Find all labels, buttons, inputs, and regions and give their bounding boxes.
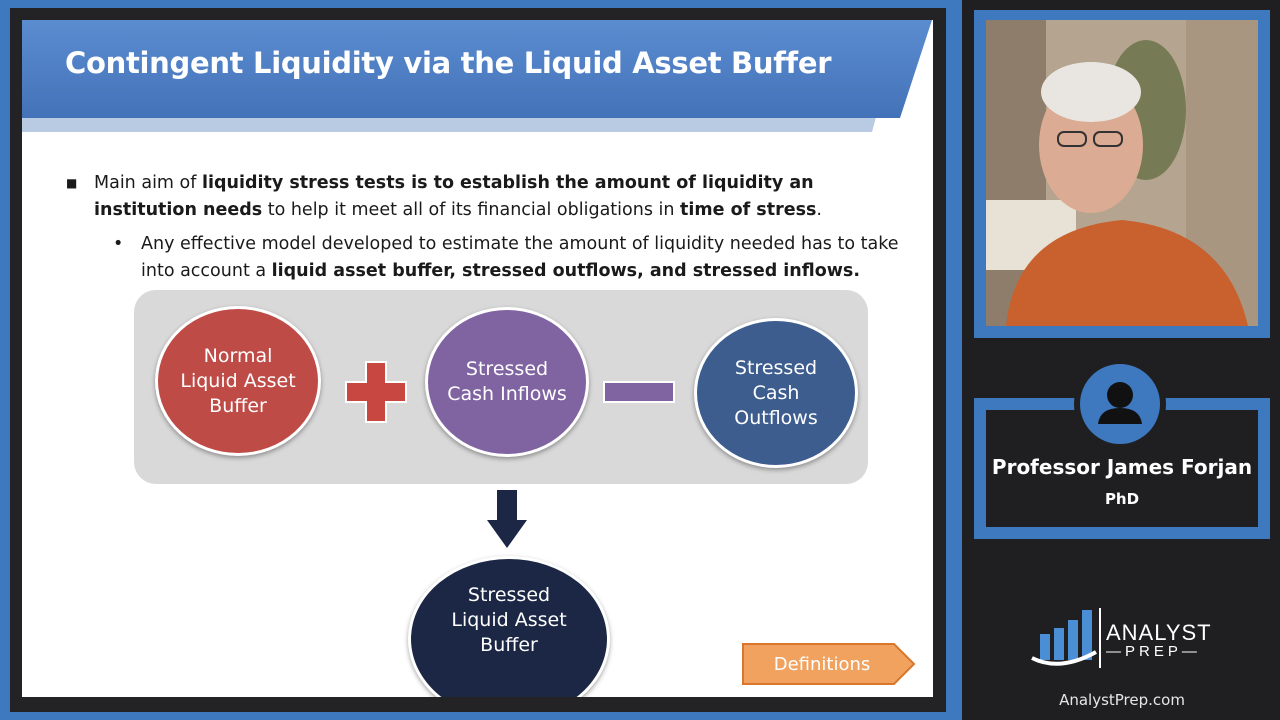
slide: Contingent Liquidity via the Liquid Asse… [22,20,933,697]
bullet1-text1: Main aim of [94,173,202,193]
bullet-item-main-aim: ■ Main aim of liquidity stress tests is … [66,170,884,224]
presenter-name: Professor James Forjan [991,455,1253,479]
logo-text-analyst: ANALYST [1106,620,1212,645]
stressed-liquid-asset-buffer-label: Stressed Liquid Asset Buffer [451,583,567,656]
round-bullet-icon: • [113,234,124,254]
title-band [22,20,932,118]
bullet1-text2: to help it meet all of its financial obl… [262,200,681,220]
logo-text-prep: —PREP— [1106,643,1201,660]
bullet1-bold2: time of stress [680,200,817,220]
stressed-liquid-asset-buffer-circle: Stressed Liquid Asset Buffer [408,556,610,697]
stressed-cash-outflows-circle: Stressed Cash Outflows [694,318,858,468]
plus-icon [347,363,405,421]
bullet2-text1: Any effective model developed to estimat… [141,234,899,281]
avatar-silhouette [1098,382,1142,424]
definitions-arrow-shape [742,643,916,685]
stressed-cash-inflows-label: Stressed Cash Inflows [447,358,567,405]
site-url[interactable]: AnalystPrep.com [1059,691,1185,709]
bullet1-bold1: liquidity stress tests is to establish t… [94,173,814,220]
logo-text-prep-word: PREP [1125,643,1182,660]
presenter-photo [986,20,1258,326]
bullet1-text3: . [816,200,822,220]
slide-title: Contingent Liquidity via the Liquid Asse… [65,46,832,80]
square-bullet-icon: ■ [66,176,78,190]
arrow-down-icon [487,490,527,548]
stressed-cash-inflows-circle: Stressed Cash Inflows [425,307,589,457]
bar-chart-logo-icon [1031,608,1101,668]
bullet-item-effective-model: • Any effective model developed to estim… [113,231,901,285]
bullet2-bold1: liquid asset buffer, stressed outflows, … [271,261,860,281]
normal-liquid-asset-buffer-circle: Normal Liquid Asset Buffer [155,306,321,456]
minus-icon [605,383,673,401]
stressed-cash-outflows-label: Stressed Cash Outflows [734,356,818,429]
definitions-button-label: Definitions [773,653,871,675]
definitions-button[interactable]: Definitions [742,643,916,685]
user-avatar-icon [1074,358,1166,450]
normal-liquid-asset-buffer-label: Normal Liquid Asset Buffer [180,344,296,417]
presenter-video [986,20,1258,326]
presenter-degree: PhD [1104,490,1140,508]
